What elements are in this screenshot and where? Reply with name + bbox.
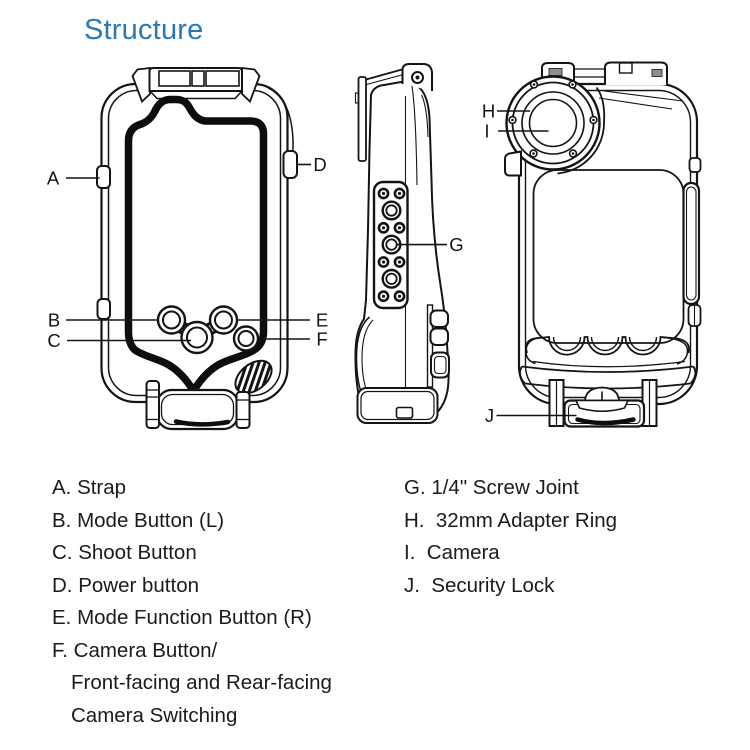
side-button-bump <box>430 351 450 379</box>
part-label-j: J <box>485 405 494 426</box>
side-view <box>354 63 450 424</box>
right-latch-bar <box>682 157 702 327</box>
camera-window <box>528 98 578 148</box>
legend-item-mode-button: B. Mode Button (L) <box>52 508 225 532</box>
legend-item-camera-button-line3: Camera Switching <box>71 703 238 727</box>
leader-lines <box>66 110 577 417</box>
part-label-h: H <box>482 101 495 122</box>
ring-screws <box>508 80 598 158</box>
bottom-clamp-back <box>518 336 697 390</box>
strap-hole-tab-lower <box>96 298 111 320</box>
side-button-bump <box>429 327 449 346</box>
legend-item-screw-joint: G. 1/4" Screw Joint <box>404 476 579 499</box>
legend-item-strap: A. Strap <box>52 476 127 499</box>
legend-item-camera-button-line2: Front-facing and Rear-facing <box>71 671 332 694</box>
legend-item-camera: I. Camera <box>404 541 500 564</box>
back-view <box>504 61 702 428</box>
legend-item-security-lock: J. Security Lock <box>404 573 555 597</box>
bottom-clamp <box>145 380 251 431</box>
mode-function-button-right <box>208 305 239 335</box>
part-label-i: I <box>484 121 489 142</box>
legend-right-column: G. 1/4" Screw Joint H. 32mm Adapter Ring… <box>404 472 617 602</box>
page-title: Structure <box>84 14 204 46</box>
mode-shoot-button-cluster <box>156 305 239 355</box>
screw-joint-plate <box>372 180 409 310</box>
mode-button-left <box>156 305 187 335</box>
front-seal-gasket <box>124 95 268 393</box>
legend-item-shoot-button: C. Shoot Button <box>52 541 197 564</box>
legend-left-column: A. Strap B. Mode Button (L) C. Shoot But… <box>52 472 332 732</box>
legend-item-mode-function-button: E. Mode Function Button (R) <box>52 606 312 629</box>
side-strap-rail <box>357 76 367 162</box>
legend-item-power-button: D. Power button <box>52 573 199 597</box>
side-button-bump <box>429 309 449 328</box>
part-label-c: C <box>47 330 60 351</box>
front-view <box>96 66 298 431</box>
adapter-ring <box>505 75 601 171</box>
part-label-f: F <box>316 329 327 350</box>
part-label-e: E <box>316 310 328 331</box>
structure-diagram: A B C D E F G H I J <box>47 61 702 431</box>
legend-item-camera-button: F. Camera Button/ <box>52 638 218 662</box>
power-button <box>282 150 298 179</box>
part-label-d: D <box>313 154 326 175</box>
part-label-a: A <box>47 168 60 189</box>
part-label-g: G <box>449 234 463 255</box>
part-labels: A B C D E F G H I J <box>47 101 495 427</box>
security-lock <box>548 379 658 428</box>
strap-hole-tab <box>96 165 111 189</box>
legend-item-adapter-ring: H. 32mm Adapter Ring <box>404 508 618 532</box>
part-label-b: B <box>48 310 60 331</box>
